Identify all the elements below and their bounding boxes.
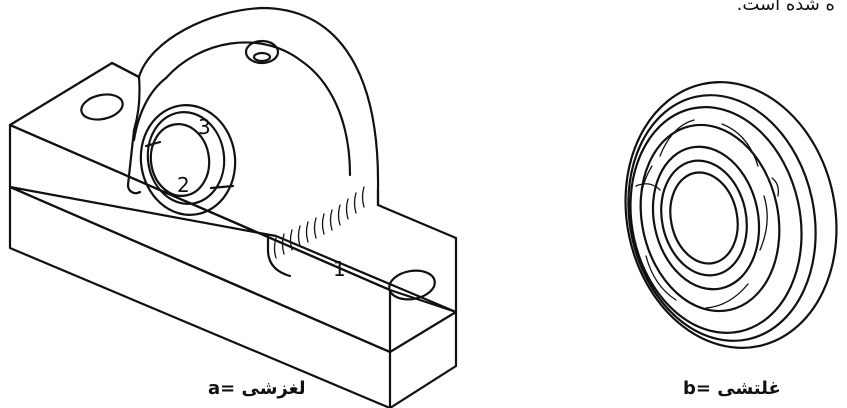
pedestal-outline [126,6,380,278]
part-number-3: 3 [198,115,211,139]
part-number-1: 1 [333,257,346,281]
bushing-split [144,140,235,190]
top-text: ه شده است. [736,0,835,15]
caption-a-separator: = [220,378,242,399]
base-left-end [110,61,141,79]
caption-b-label: غلتشی [717,378,781,399]
base-front-edge [8,123,392,354]
pedestal-right [376,188,458,314]
caption-b-separator: = [695,378,718,399]
oil-hole-inner [252,51,272,63]
inner-race-outer [651,145,761,291]
base-hole-left [80,93,124,121]
caption-b: b= غلتشی [683,378,781,399]
inner-race-bore [669,171,739,265]
inner-race-mid [660,159,748,277]
part-number-2: 2 [177,173,190,197]
balls [635,119,780,309]
ball-bearing-drawing [624,81,838,349]
base-outline [8,123,458,408]
oil-hole-outer [244,39,280,65]
outer-race-inner [629,106,803,334]
outer-race-back [627,94,817,342]
surface-shading [273,186,365,259]
outer-race-outer [624,81,838,349]
caption-a-label: لغزشی [241,378,306,399]
caption-a: a= لغزشی [208,378,306,399]
bushing-outer [139,104,237,216]
ball-track [639,123,781,313]
base-hole-right [388,269,436,301]
caption-b-letter: b [683,378,696,399]
pedestal-cheek [132,76,168,142]
plain-bearing-drawing: 3 2 1 [8,6,458,408]
bushing-inner [149,123,211,197]
caption-a-letter: a [208,378,221,399]
bushing-middle [146,111,226,205]
